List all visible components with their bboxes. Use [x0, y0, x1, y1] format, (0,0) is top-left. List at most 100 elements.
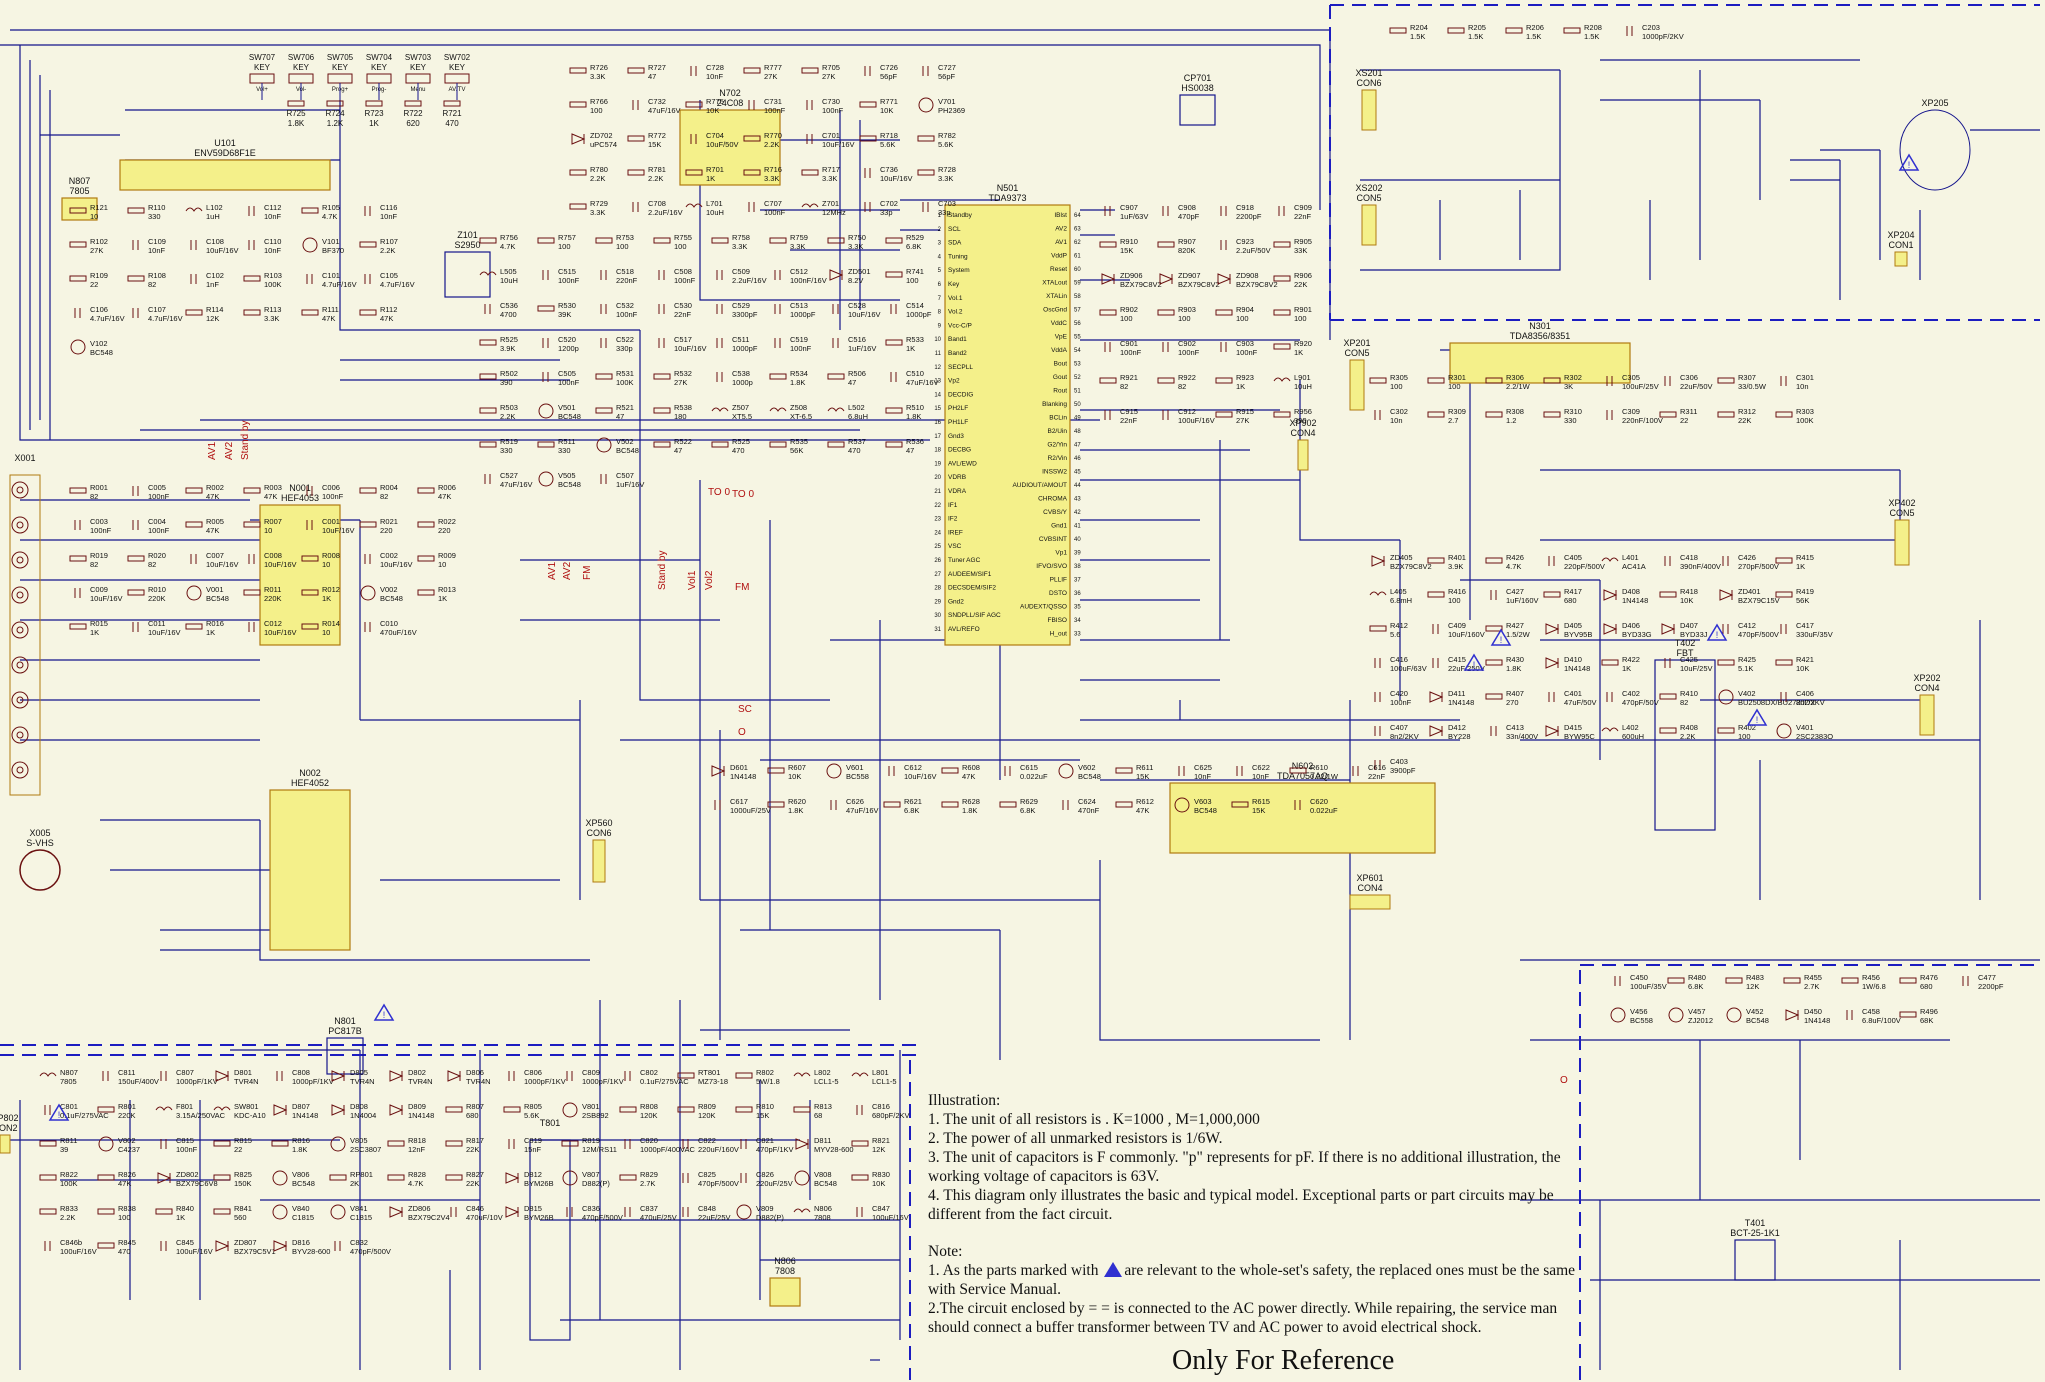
part-ref: R519: [500, 437, 518, 446]
capacitor-c412: [1722, 624, 1729, 634]
part-value: 12K: [206, 314, 219, 323]
resistor-r536: [885, 441, 903, 448]
resistor-r921: [1099, 377, 1117, 384]
part-value: 33K: [1294, 246, 1307, 255]
part-ref: C425: [1680, 655, 1698, 664]
part-ref: R755: [674, 233, 692, 242]
part-value: 330: [1564, 416, 1577, 425]
part-ref: R902: [1120, 305, 1138, 314]
resistor-r901: [1273, 309, 1291, 316]
warning-triangle-icon: [373, 1003, 395, 1021]
part-ref: C825: [698, 1170, 716, 1179]
part-value: 7805: [60, 1077, 77, 1086]
capacitor-c010: [364, 622, 371, 632]
part-ref: C102: [206, 271, 224, 280]
resistor-r813: [793, 1106, 811, 1113]
part-ref: C110: [264, 237, 281, 246]
capacitor-c612: [888, 766, 895, 776]
resistor-r421: [1775, 659, 1793, 666]
diode-zd401: [1719, 589, 1734, 601]
n501-left-pin-label: Key: [948, 281, 960, 288]
capacitor-c009: [74, 588, 81, 598]
resistor-r105: [301, 207, 319, 214]
part-ref: D450: [1804, 1007, 1822, 1016]
part-value: BC548: [616, 446, 639, 455]
resistor-r311: [1659, 411, 1677, 418]
part-value: BC548: [1746, 1016, 1769, 1025]
inductor-l901: [1273, 377, 1291, 382]
part-value: 470: [848, 446, 861, 455]
part-value: 3900pF: [1390, 766, 1416, 775]
part-ref: C301: [1796, 373, 1814, 382]
part-value: 2.2uF/50V: [1236, 246, 1271, 255]
part-value: 3300pF: [732, 310, 758, 319]
n501-left-pin-label: VSC: [948, 543, 962, 550]
part-ref: SW801: [234, 1102, 259, 1111]
part-value: 120K: [698, 1111, 716, 1120]
resistor-r020: [127, 555, 145, 562]
ic-n301-ref: N301: [1529, 321, 1551, 331]
capacitor-c909: [1278, 206, 1285, 216]
part-ref: R103: [264, 271, 282, 280]
part-value: 220nF/100V: [1622, 416, 1663, 425]
part-value: 10K: [880, 106, 893, 115]
inductor-l102: [185, 207, 203, 212]
ic-n702-ref: N702: [719, 88, 741, 98]
part-ref: C011: [148, 619, 165, 628]
part-value: 10K: [706, 106, 719, 115]
resistor-r511: [537, 441, 555, 448]
net-label: SC: [738, 704, 752, 715]
net-label: AV1: [207, 441, 218, 460]
part-value: 5.6K: [938, 140, 953, 149]
resistor-r828: [387, 1174, 405, 1181]
part-value: 6.8uF/100V: [1862, 1016, 1901, 1025]
part-value: 10n: [1796, 382, 1809, 391]
part-ref: R910: [1120, 237, 1138, 246]
connector-xp402-body: [1894, 519, 1910, 566]
warning-triangle-icon: [1706, 623, 1728, 641]
part-value: 2.2K: [500, 412, 515, 421]
capacitor-c826: [740, 1173, 747, 1183]
resistor-r753: [595, 237, 613, 244]
part-value: 47K: [206, 526, 219, 535]
part-value: 470pF/500V: [582, 1213, 623, 1222]
capacitor-c102: [190, 274, 197, 284]
part-ref: C505: [558, 369, 576, 378]
part-value: 27K: [674, 378, 687, 387]
part-ref: C612: [904, 763, 922, 772]
resistor-r521: [595, 407, 613, 414]
part-ref: C001: [322, 517, 340, 526]
part-value: 0.1uF/275VAC: [640, 1077, 689, 1086]
capacitor-c704: [690, 134, 697, 144]
transistor-v501: [538, 403, 554, 419]
n501-right-pin-number: 62: [1074, 240, 1081, 246]
part-ref: D812: [524, 1170, 542, 1179]
capacitor-c903: [1220, 342, 1227, 352]
connector-xp202-name: CON4: [1914, 683, 1939, 693]
part-ref: C923: [1236, 237, 1254, 246]
n501-right-pin-label: VddC: [1051, 320, 1068, 327]
part-value: 22uF/25V: [698, 1213, 731, 1222]
part-value: 100: [118, 1213, 131, 1222]
part-ref: V841: [350, 1204, 368, 1213]
capacitor-c426: [1722, 556, 1729, 566]
capacitor-c407: [1374, 726, 1381, 736]
part-ref: R204: [1410, 23, 1428, 32]
resistor-r535: [769, 441, 787, 448]
part-value: 100nF: [176, 1145, 198, 1154]
part-ref: R906: [1294, 271, 1312, 280]
part-ref: C520: [558, 335, 576, 344]
resistor-r013: [417, 589, 435, 596]
n501-left-pin-number: 21: [934, 489, 941, 495]
resistor-r727: [627, 67, 645, 74]
part-ref: D405: [1564, 621, 1582, 630]
resistor-r771: [859, 101, 877, 108]
ic-n702-body: [679, 109, 781, 186]
n501-right-pin-label: AV1: [1055, 239, 1067, 246]
part-value: 100: [1236, 314, 1249, 323]
ic-n602-part: TDA7057AQ: [1277, 771, 1328, 781]
n501-right-pin-number: 53: [1074, 362, 1081, 368]
n501-right-pin-label: B2/Uin: [1047, 428, 1067, 435]
warning-triangle-icon: [48, 1103, 70, 1121]
ic-n002-part: HEF4052: [291, 778, 329, 788]
